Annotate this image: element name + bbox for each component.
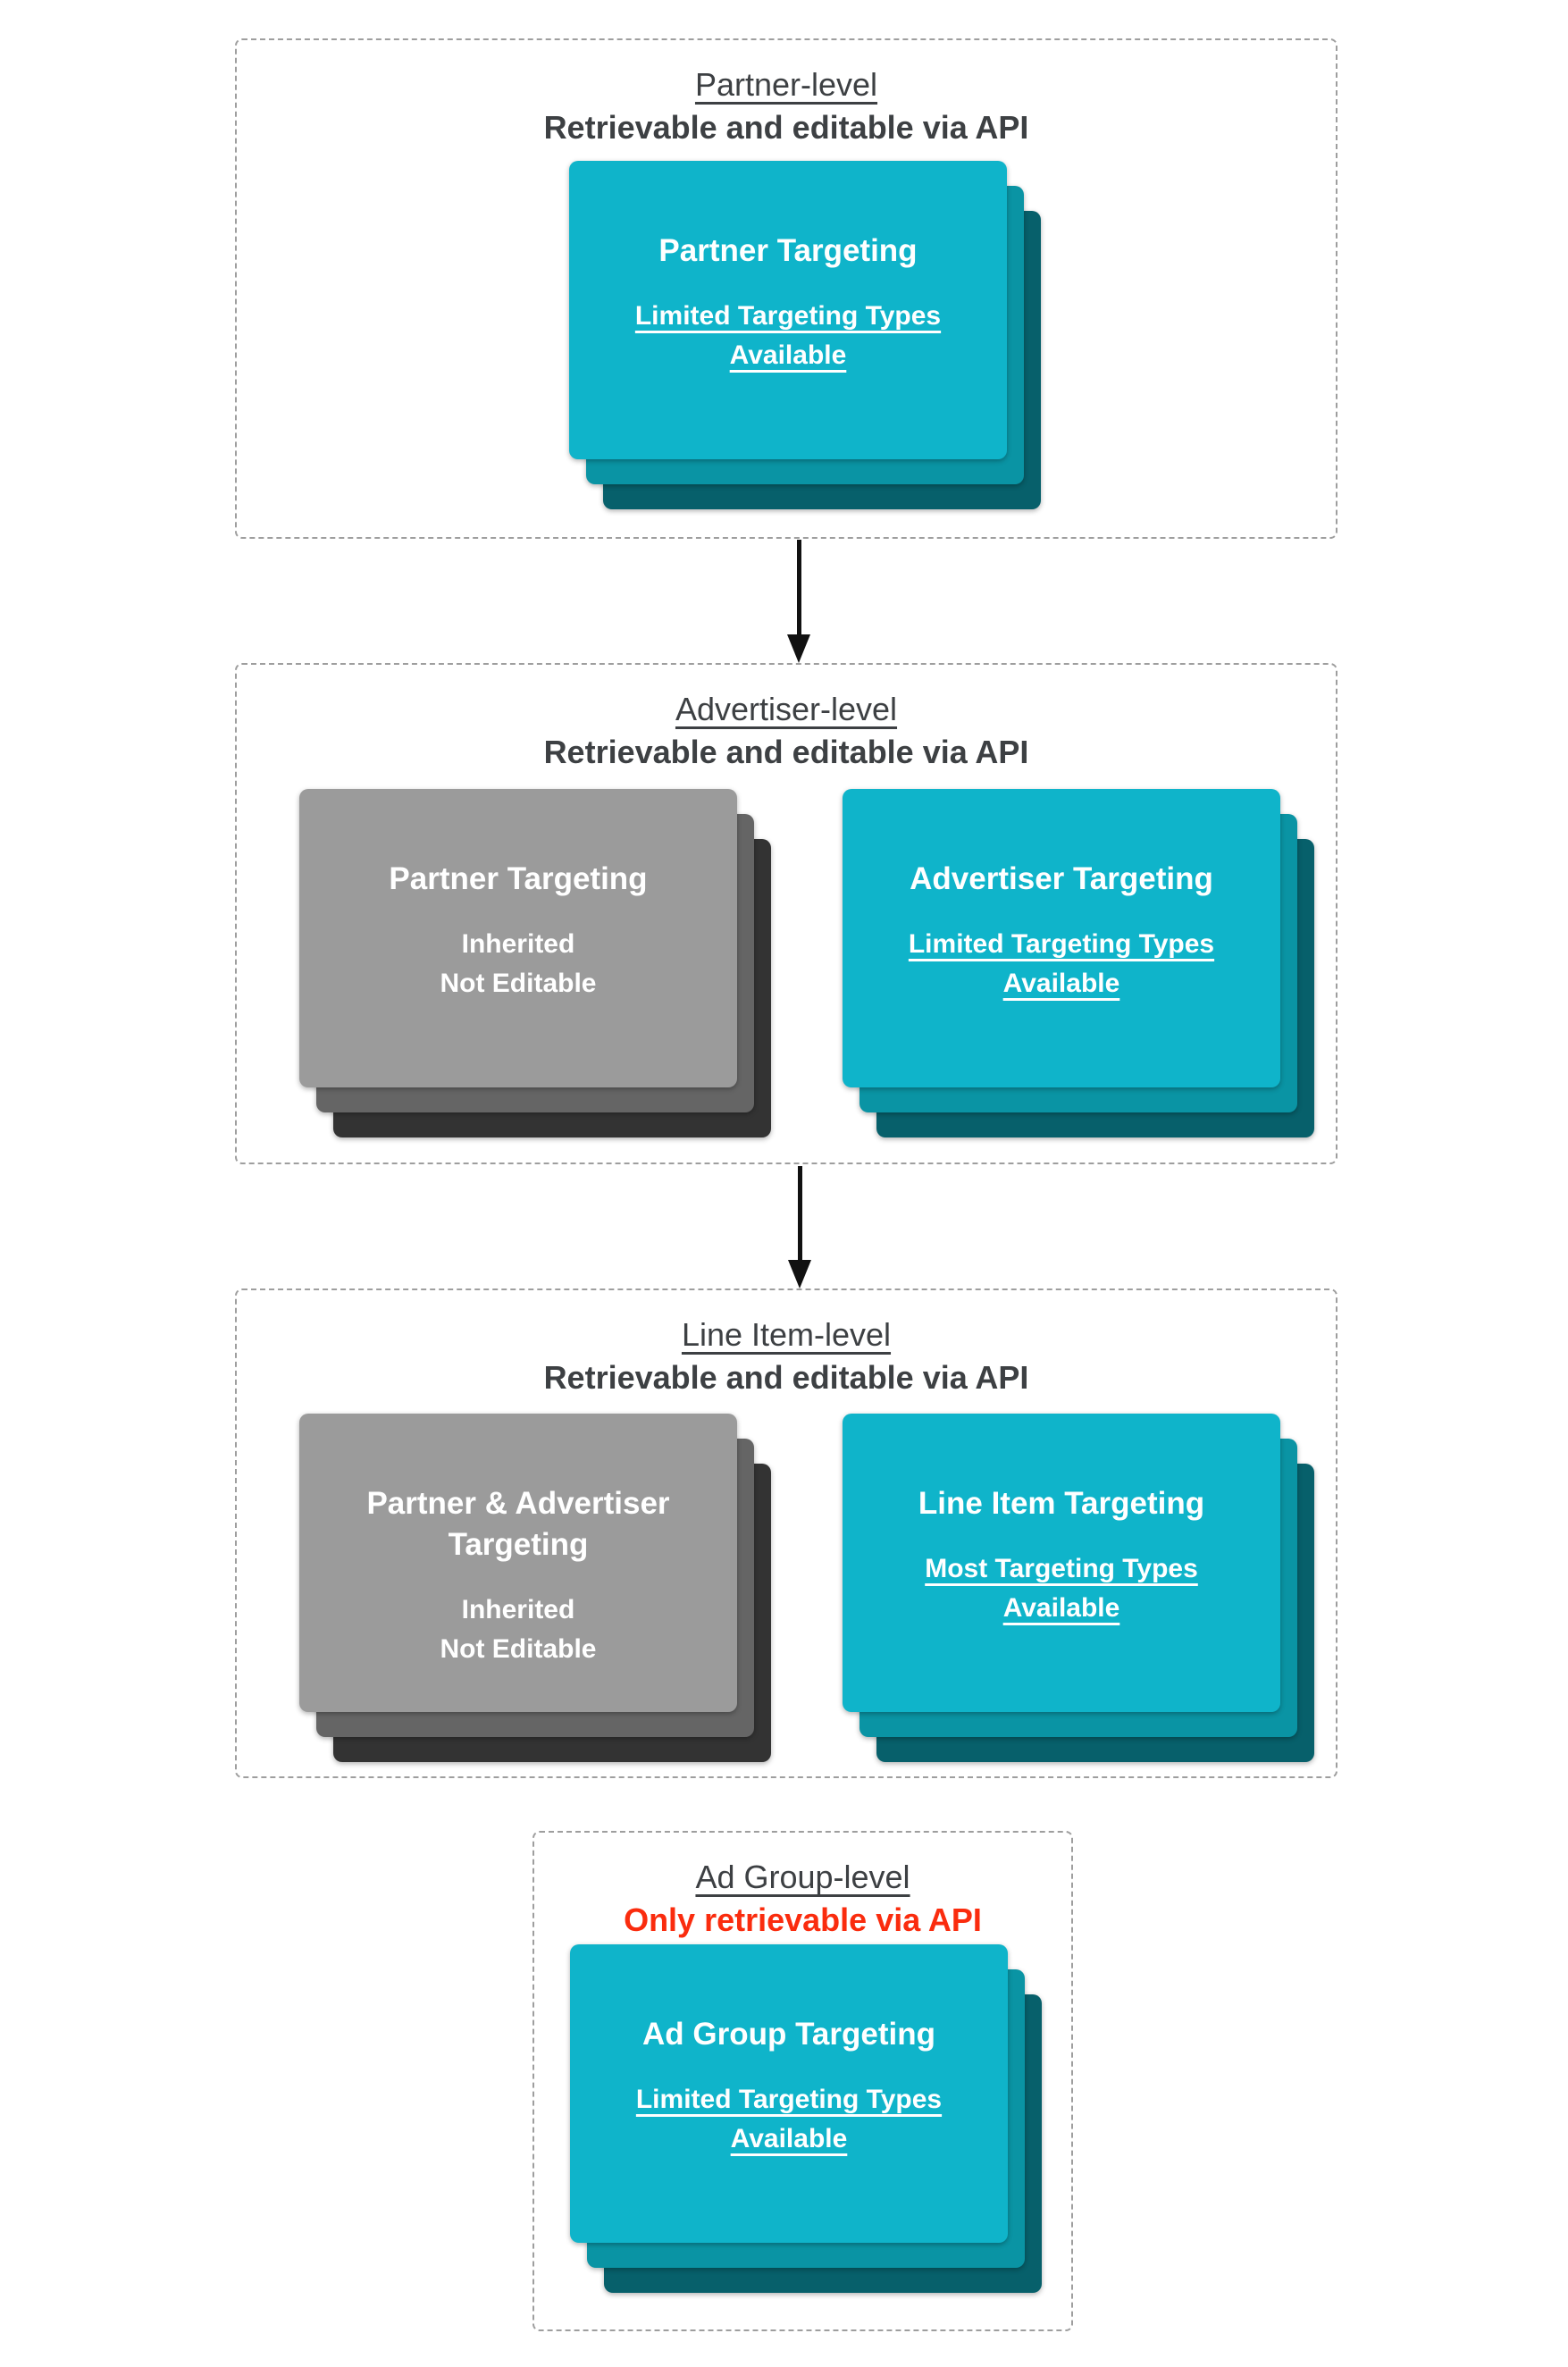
card-subtitle: Limited Targeting Types Available <box>636 2080 942 2159</box>
section-subtitle: Retrievable and editable via API <box>543 734 1029 770</box>
section-title: Line Item-level <box>681 1316 892 1353</box>
section-subtitle: Retrievable and editable via API <box>543 1359 1029 1396</box>
card-title: Advertiser Targeting <box>910 861 1213 896</box>
card-subtitle-line: Available <box>729 340 847 370</box>
card-stack-advertiser-targeting: Advertiser Targeting Limited Targeting T… <box>843 789 1314 1137</box>
card-subtitle: Most Targeting Types Available <box>925 1549 1198 1628</box>
card-ad-group-targeting: Ad Group Targeting Limited Targeting Typ… <box>570 1944 1008 2243</box>
card-subtitle-line: Available <box>730 2124 848 2153</box>
card-stack-ad-group-targeting: Ad Group Targeting Limited Targeting Typ… <box>570 1944 1042 2293</box>
arrow-head <box>788 1260 811 1288</box>
card-advertiser-targeting: Advertiser Targeting Limited Targeting T… <box>843 789 1280 1087</box>
card-stack-partner-targeting: Partner Targeting Limited Targeting Type… <box>569 161 1041 509</box>
card-title: Partner & Advertiser Targeting <box>366 1486 670 1562</box>
card-subtitle-line: Limited Targeting Types <box>908 929 1215 959</box>
section-title: Advertiser-level <box>675 691 898 727</box>
card-title: Partner Targeting <box>389 861 648 896</box>
card-title: Line Item Targeting <box>918 1486 1205 1521</box>
card-partner-targeting: Partner Targeting Limited Targeting Type… <box>569 161 1007 459</box>
card-stack-inherited-partner-advertiser-targeting: Partner & Advertiser Targeting Inherited… <box>299 1414 771 1762</box>
card-subtitle-line: Inherited <box>461 929 575 959</box>
arrow-line <box>796 540 801 634</box>
card-subtitle-line: Inherited <box>461 1595 575 1624</box>
down-arrow-icon <box>787 540 810 663</box>
section-title: Ad Group-level <box>695 1859 910 1895</box>
card-subtitle-line: Most Targeting Types <box>925 1554 1198 1583</box>
card-subtitle-line: Available <box>1002 969 1120 998</box>
card-partner-targeting-inherited: Partner Targeting Inherited Not Editable <box>299 789 737 1087</box>
card-subtitle-line: Limited Targeting Types <box>634 301 942 331</box>
arrow-head <box>787 634 810 663</box>
card-subtitle-line: Available <box>1002 1593 1120 1623</box>
section-subtitle: Only retrievable via API <box>624 1901 982 1938</box>
section-line-item-level: Line Item-level Retrievable and editable… <box>235 1288 1337 1778</box>
card-subtitle-line: Not Editable <box>440 969 597 998</box>
section-partner-level: Partner-level Retrievable and editable v… <box>235 38 1337 539</box>
card-subtitle-line: Not Editable <box>440 1634 597 1664</box>
card-title: Ad Group Targeting <box>642 2017 935 2052</box>
card-subtitle: Inherited Not Editable <box>440 925 596 1003</box>
card-title: Partner Targeting <box>658 233 918 268</box>
arrow-line <box>797 1166 802 1260</box>
section-title: Partner-level <box>694 66 878 103</box>
card-stack-line-item-targeting: Line Item Targeting Most Targeting Types… <box>843 1414 1314 1762</box>
card-subtitle-line: Limited Targeting Types <box>635 2085 943 2114</box>
card-partner-advertiser-targeting-inherited: Partner & Advertiser Targeting Inherited… <box>299 1414 737 1712</box>
down-arrow-icon <box>788 1166 811 1288</box>
section-ad-group-level: Ad Group-level Only retrievable via API … <box>532 1831 1073 2331</box>
card-stack-inherited-partner-targeting: Partner Targeting Inherited Not Editable <box>299 789 771 1137</box>
card-subtitle: Limited Targeting Types Available <box>909 925 1214 1003</box>
card-subtitle: Limited Targeting Types Available <box>635 297 941 375</box>
section-advertiser-level: Advertiser-level Retrievable and editabl… <box>235 663 1337 1164</box>
section-subtitle: Retrievable and editable via API <box>543 109 1029 146</box>
card-line-item-targeting: Line Item Targeting Most Targeting Types… <box>843 1414 1280 1712</box>
card-subtitle: Inherited Not Editable <box>440 1591 596 1669</box>
